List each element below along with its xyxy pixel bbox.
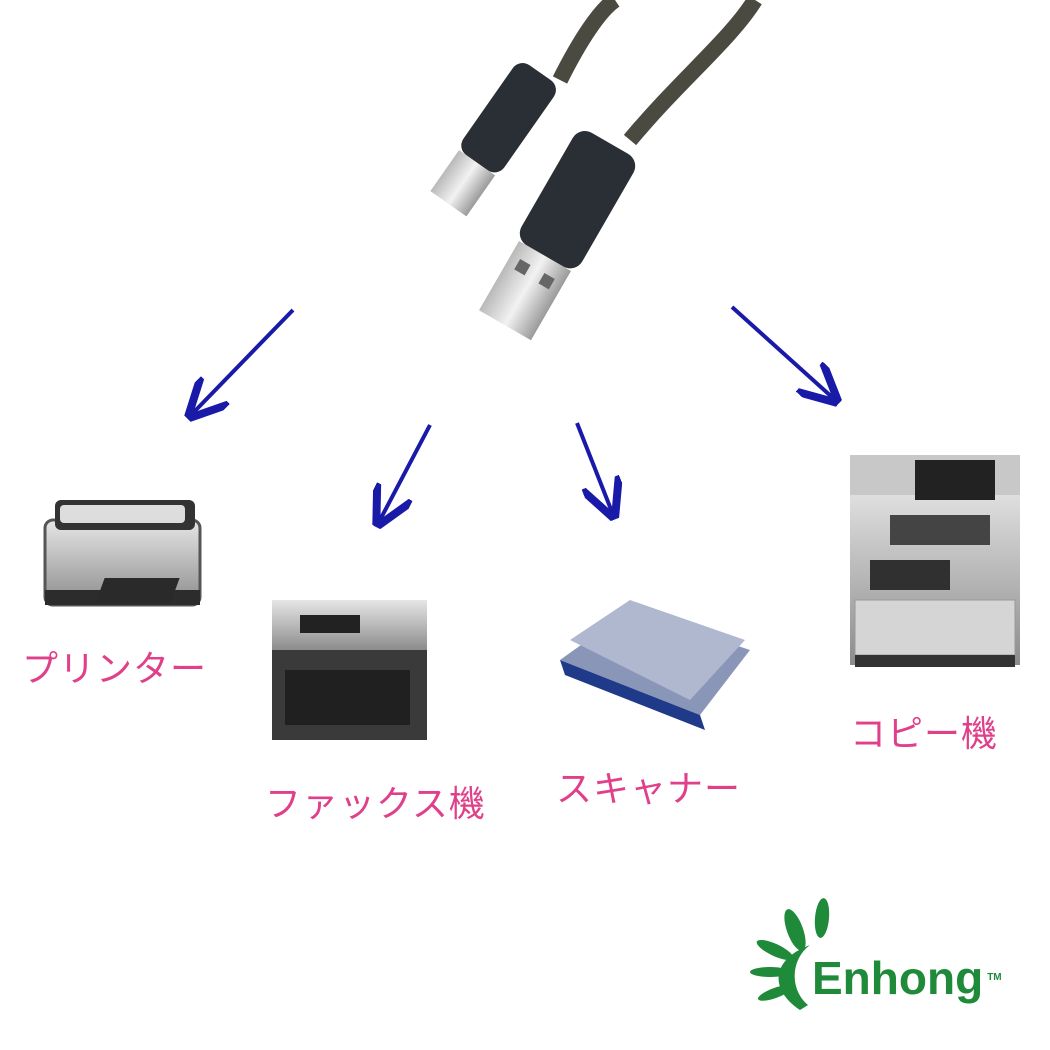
fax-icon (95, 578, 427, 740)
scanner-icon (560, 600, 750, 730)
label-scanner: スキャナー (556, 769, 742, 810)
arrows (193, 305, 833, 520)
label-copier: コピー機 (850, 714, 999, 755)
label-fax: ファックス機 (265, 784, 486, 825)
arrow-fax (380, 424, 432, 520)
logo-brand: Enhong (812, 952, 984, 1004)
enhong-logo-icon (750, 898, 830, 1010)
arrow-printer (193, 308, 295, 413)
arrow-scanner (575, 422, 612, 512)
arrow-copier (730, 305, 833, 398)
label-printer: プリンター (22, 649, 208, 690)
copier-icon (850, 455, 1020, 667)
enhong-logo: Enhong TM (812, 952, 1002, 1004)
logo-trademark: TM (987, 972, 1002, 983)
usb-cable-icon (430, 0, 762, 341)
